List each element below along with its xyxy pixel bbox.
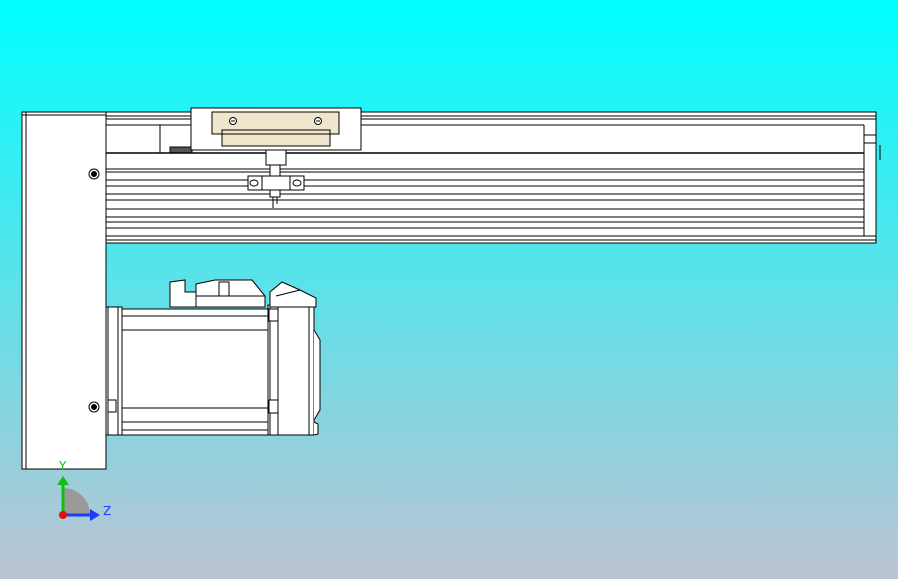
- z-axis-label: Z: [103, 504, 111, 518]
- sensor-bracket[interactable]: [247, 175, 305, 191]
- servo-motor[interactable]: [105, 279, 321, 436]
- y-axis-arrowhead-icon: [57, 476, 69, 485]
- screw-icon: [229, 117, 237, 125]
- carriage-block[interactable]: [190, 107, 362, 208]
- mounting-hole-icon: [88, 168, 100, 180]
- origin-icon: [59, 511, 67, 519]
- end-bracket-plate[interactable]: [21, 111, 107, 470]
- mounting-hole-icon: [88, 401, 100, 413]
- linear-actuator-assembly[interactable]: [21, 107, 881, 470]
- y-axis-label: Y: [58, 459, 67, 473]
- screw-icon: [314, 117, 322, 125]
- orientation-triad[interactable]: Y Z: [57, 459, 111, 521]
- z-axis-arrowhead-icon: [90, 509, 100, 521]
- triad-quadrant: [63, 488, 90, 515]
